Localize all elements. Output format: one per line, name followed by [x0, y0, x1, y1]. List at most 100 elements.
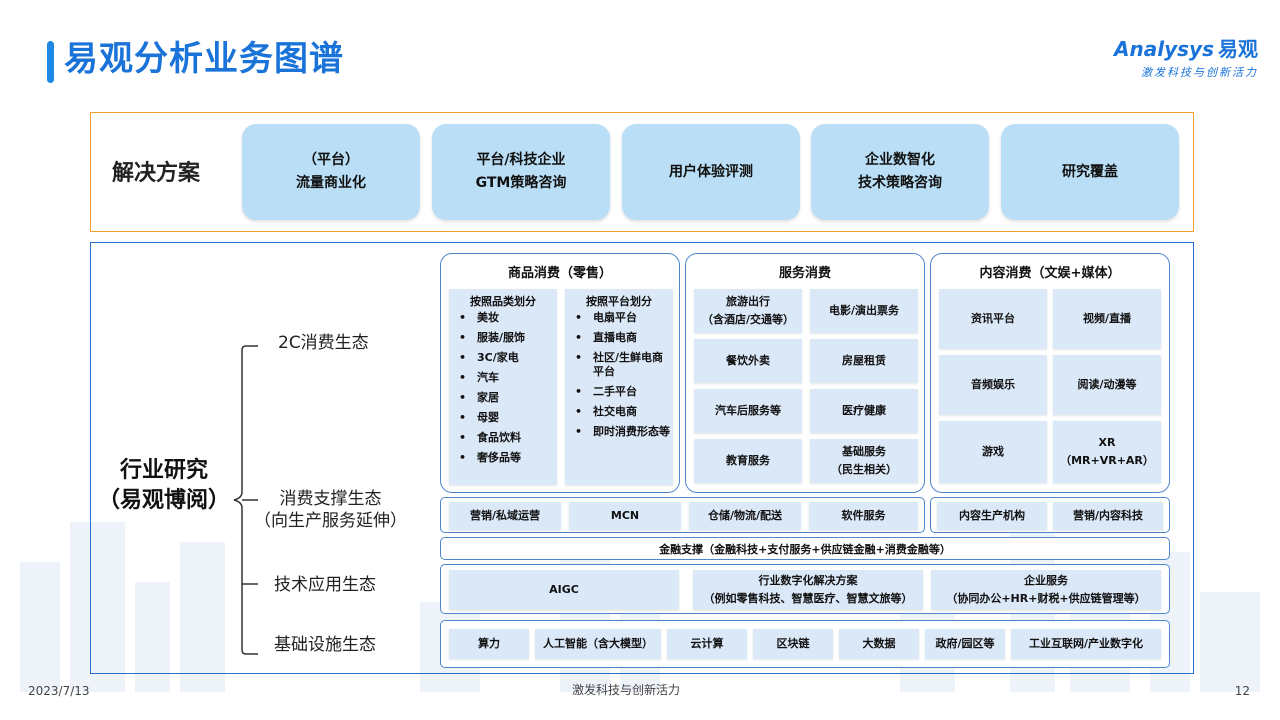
panel-content-title: 内容消费（文娱+媒体） [979, 266, 1121, 281]
tech-industry-digital: 行业数字化解决方案（例如零售科技、智慧医疗、智慧文旅等） [693, 570, 923, 610]
infra-cloud: 云计算 [667, 629, 747, 659]
bullet-icon: • [575, 425, 583, 438]
service-basic: 基础服务（民生相关） [810, 439, 918, 483]
bullet-icon: • [459, 351, 467, 364]
solution-line1: 平台/科技企业 [476, 152, 566, 168]
content-reading: 阅读/动漫等 [1053, 355, 1161, 415]
footer-slogan: 激发科技与创新活力 [572, 683, 681, 697]
list-item: •汽车 [459, 371, 499, 384]
support-row-b: 内容生产机构 营销/内容科技 [930, 497, 1170, 533]
tech-aigc: AIGC [449, 570, 679, 610]
goods-by-platform: 按照平台划分 •电扇平台 •直播电商 •社区/生鲜电商平台 •二手平台 •社交电… [565, 289, 673, 485]
infra-compute: 算力 [449, 629, 529, 659]
service-tickets: 电影/演出票务 [810, 289, 918, 333]
infra-ai: 人工智能（含大模型） [535, 629, 661, 659]
eco-tech: 技术应用生态 [274, 575, 376, 595]
service-healthcare: 医疗健康 [810, 389, 918, 433]
tech-row: AIGC 行业数字化解决方案（例如零售科技、智慧医疗、智慧文旅等） 企业服务（协… [440, 564, 1170, 614]
list-item: •直播电商 [575, 331, 637, 344]
bullet-icon: • [575, 405, 583, 418]
support-marketing: 营销/私域运营 [449, 502, 561, 530]
service-housing-rental: 房屋租赁 [810, 339, 918, 383]
content-news: 资讯平台 [939, 289, 1047, 349]
goods-by-category: 按照品类划分 •美妆 •服装/服饰 •3C/家电 •汽车 •家居 •母婴 •食品… [449, 289, 557, 485]
solutions-label: 解决方案 [112, 161, 201, 186]
bullet-icon: • [459, 371, 467, 384]
support-software: 软件服务 [809, 502, 918, 530]
panel-goods-title: 商品消费（零售） [507, 266, 612, 281]
infra-bigdata: 大数据 [839, 629, 919, 659]
service-education: 教育服务 [694, 439, 802, 483]
content-xr: XR（MR+VR+AR） [1053, 421, 1161, 483]
industry-label-line1: 行业研究 [120, 458, 209, 483]
bullet-icon: • [575, 385, 583, 398]
bullet-icon: • [459, 431, 467, 444]
infra-gov-park: 政府/园区等 [925, 629, 1005, 659]
panel-services: 服务消费 旅游出行（含酒店/交通等） 电影/演出票务 餐饮外卖 房屋租赁 汽车后… [685, 253, 925, 493]
tech-enterprise-services: 企业服务（协同办公+HR+财税+供应链管理等） [931, 570, 1161, 610]
list-item: •社交电商 [575, 405, 637, 418]
brace-connector [233, 345, 258, 655]
solution-line1: （平台） [303, 152, 359, 168]
panel-goods: 商品消费（零售） 按照品类划分 •美妆 •服装/服饰 •3C/家电 •汽车 •家… [440, 253, 680, 493]
list-item: •母婴 [459, 411, 499, 424]
infra-blockchain: 区块链 [753, 629, 833, 659]
eco-infra: 基础设施生态 [274, 635, 376, 655]
content-games: 游戏 [939, 421, 1047, 483]
list-item: •即时消费形态等 [575, 425, 670, 438]
industry-label: 行业研究 （易观博阅） [98, 456, 230, 516]
solution-line2: 技术策略咨询 [858, 175, 942, 191]
list-item: •奢侈品等 [459, 451, 521, 464]
bullet-icon: • [575, 311, 583, 324]
eco-support-line1: 消费支撑生态 [279, 489, 382, 509]
title-accent-bar [47, 41, 54, 83]
eco-consumer: 2C消费生态 [278, 333, 369, 353]
solution-research-coverage: 研究覆盖 [1001, 124, 1179, 220]
page-number: 12 [1234, 684, 1250, 698]
service-food-delivery: 餐饮外卖 [694, 339, 802, 383]
solution-line2: GTM策略咨询 [475, 175, 567, 191]
service-auto-aftermarket: 汽车后服务等 [694, 389, 802, 433]
service-travel: 旅游出行（含酒店/交通等） [694, 289, 802, 333]
solution-line1: 用户体验评测 [669, 163, 753, 180]
list-item: •二手平台 [575, 385, 637, 398]
bullet-icon: • [459, 451, 467, 464]
goods-platform-header: 按照平台划分 [586, 295, 652, 308]
logo-latin: Analysys [1114, 37, 1214, 61]
finance-row: 金融支撑（金融科技+支付服务+供应链金融+消费金融等） [440, 537, 1170, 560]
list-item: •家居 [459, 391, 499, 404]
support-row-a: 营销/私域运营 MCN 仓储/物流/配送 软件服务 [440, 497, 925, 533]
solution-line2: 流量商业化 [296, 175, 366, 191]
industry-label-line2: （易观博阅） [98, 488, 231, 513]
page-title: 易观分析业务图谱 [64, 39, 344, 79]
goods-category-list: •美妆 •服装/服饰 •3C/家电 •汽车 •家居 •母婴 •食品饮料 •奢侈品… [449, 311, 557, 465]
support-content-tech: 营销/内容科技 [1053, 502, 1163, 530]
solution-line1: 研究覆盖 [1062, 163, 1118, 180]
solution-digital-intelligence: 企业数智化 技术策略咨询 [811, 124, 989, 220]
infra-industrial-internet: 工业互联网/产业数字化 [1011, 629, 1161, 659]
solution-traffic-monetization: （平台） 流量商业化 [242, 124, 420, 220]
panel-content: 内容消费（文娱+媒体） 资讯平台 视频/直播 音频娱乐 阅读/动漫等 游戏 XR… [930, 253, 1170, 493]
support-content-producers: 内容生产机构 [937, 502, 1047, 530]
panel-services-title: 服务消费 [778, 266, 831, 281]
bullet-icon: • [459, 411, 467, 424]
footer-date: 2023/7/13 [28, 684, 90, 698]
list-item: •美妆 [459, 311, 499, 324]
list-item: •3C/家电 [459, 351, 519, 364]
bullet-icon: • [459, 311, 467, 324]
bullet-icon: • [459, 331, 467, 344]
list-item: •服装/服饰 [459, 331, 526, 344]
list-item: •社区/生鲜电商平台 [575, 351, 664, 378]
content-audio: 音频娱乐 [939, 355, 1047, 415]
list-item: •电扇平台 [575, 311, 637, 324]
industry-frame [90, 242, 1194, 674]
bullet-icon: • [459, 391, 467, 404]
infra-row: 算力 人工智能（含大模型） 云计算 区块链 大数据 政府/园区等 工业互联网/产… [440, 620, 1170, 668]
goods-platform-list: •电扇平台 •直播电商 •社区/生鲜电商平台 •二手平台 •社交电商 •即时消费… [565, 311, 673, 439]
solutions-frame [90, 112, 1194, 232]
eco-support: 消费支撑生态 （向生产服务延伸） [254, 488, 407, 532]
support-logistics: 仓储/物流/配送 [689, 502, 801, 530]
solution-line1: 企业数智化 [865, 152, 935, 168]
solution-gtm-consulting: 平台/科技企业 GTM策略咨询 [432, 124, 610, 220]
